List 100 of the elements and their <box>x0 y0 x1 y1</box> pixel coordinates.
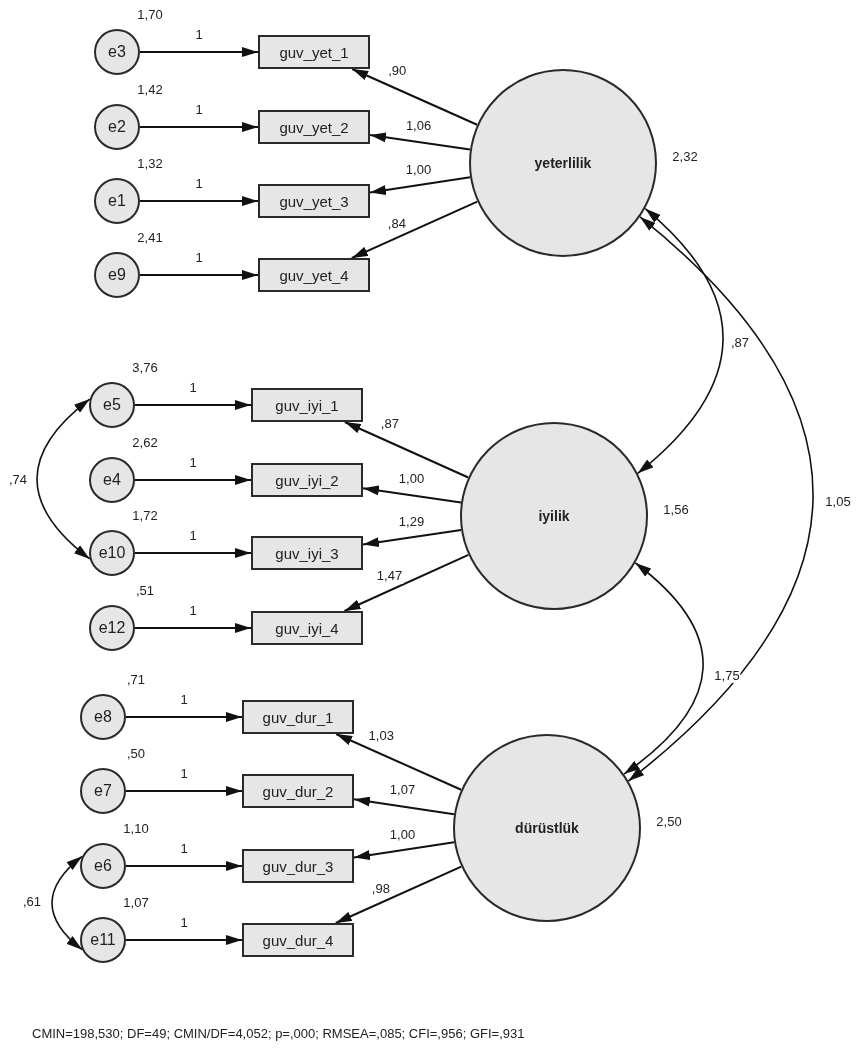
variance-label: ,50 <box>125 746 147 762</box>
node-label: guv_dur_4 <box>262 931 334 949</box>
node-label: e12 <box>98 619 126 637</box>
node-label: e8 <box>94 708 112 726</box>
arrow <box>134 548 252 558</box>
edge-label: ,98 <box>370 881 391 896</box>
fit-statistics-caption: CMIN=198,530; DF=49; CMIN/DF=4,052; p=,000; RMSEA=,085; CFI=,956; GFI=,931 <box>32 1026 525 1041</box>
arrow <box>334 865 463 924</box>
node-label: guv_iyi_3 <box>275 544 339 562</box>
double-headed-arrow <box>627 216 814 782</box>
arrow <box>343 421 470 479</box>
node-label: guv_yet_2 <box>279 118 349 136</box>
variance-label: 1,10 <box>122 821 150 837</box>
node-label: e2 <box>108 118 126 136</box>
node-label: e7 <box>94 782 112 800</box>
arrow <box>125 786 243 796</box>
edge-label: ,74 <box>7 472 29 488</box>
arrow <box>335 733 463 791</box>
error-circle <box>80 768 126 814</box>
edge-label: 1,00 <box>404 162 433 177</box>
arrow <box>353 796 455 816</box>
edge-label: 1,03 <box>367 729 395 744</box>
edge-label: 1,75 <box>713 668 741 684</box>
variance-label: 3,76 <box>131 360 159 376</box>
node-label: guv_yet_4 <box>279 266 349 284</box>
variance-label: 1,32 <box>136 156 164 172</box>
arrow <box>134 623 252 633</box>
edge-label: 1,29 <box>397 514 426 530</box>
error-circle <box>80 694 126 740</box>
edge-label: ,61 <box>21 894 43 910</box>
node-label: guv_dur_2 <box>262 782 334 800</box>
edge-label: ,87 <box>729 335 751 351</box>
node-label: iyilik <box>538 508 570 524</box>
double-headed-arrow <box>636 207 724 475</box>
arrow <box>134 475 252 485</box>
variable-box <box>251 611 363 645</box>
node-label: dürüstlük <box>515 820 579 836</box>
node-label: guv_dur_1 <box>262 708 334 726</box>
node-label: yeterlilik <box>534 155 592 171</box>
arrow <box>369 132 471 151</box>
arrow <box>353 841 456 860</box>
error-circle <box>80 843 126 889</box>
arrow <box>362 528 463 548</box>
error-circle <box>89 382 135 428</box>
error-circle <box>89 457 135 503</box>
node-label: e3 <box>108 43 126 61</box>
node-label: e5 <box>103 396 121 414</box>
variable-box <box>251 463 363 497</box>
error-circle <box>89 530 135 576</box>
variable-box <box>242 700 354 734</box>
arrow <box>350 200 479 259</box>
variable-box <box>258 184 370 218</box>
variable-box <box>258 110 370 144</box>
variable-box <box>251 388 363 422</box>
arrow <box>125 861 243 871</box>
error-circle <box>94 29 140 75</box>
variable-box <box>251 536 363 570</box>
node-label: guv_yet_1 <box>279 43 349 61</box>
error-circle <box>89 605 135 651</box>
edge-label: 1,07 <box>388 782 417 798</box>
edge-label: 1,00 <box>388 827 417 842</box>
variance-label: 2,62 <box>131 435 159 451</box>
arrow <box>369 176 472 195</box>
variance-label: 1,72 <box>131 508 159 524</box>
edge-label: 1,47 <box>375 569 404 584</box>
variance-label: ,71 <box>125 672 147 688</box>
node-label: e6 <box>94 857 112 875</box>
error-circle <box>94 104 140 150</box>
arrow <box>343 553 470 612</box>
edge-label: ,87 <box>379 417 400 432</box>
variance-label: 1,56 <box>662 502 690 518</box>
variance-label: 2,50 <box>655 814 683 830</box>
variance-label: 2,41 <box>136 230 164 246</box>
node-label: guv_dur_3 <box>262 857 334 875</box>
arrow <box>125 712 243 722</box>
double-headed-arrow <box>623 562 704 775</box>
error-circle <box>80 917 126 963</box>
variable-box <box>242 774 354 808</box>
arrow <box>139 122 259 132</box>
double-headed-arrow <box>51 855 83 951</box>
node-label: e1 <box>108 192 126 210</box>
error-circle <box>94 178 140 224</box>
variable-box <box>242 849 354 883</box>
variance-label: 1,42 <box>136 82 164 98</box>
arrow <box>139 47 259 57</box>
variance-label: ,51 <box>134 583 156 599</box>
variance-label: 1,07 <box>122 895 150 911</box>
arrow <box>134 400 252 410</box>
variable-box <box>258 258 370 292</box>
arrow <box>351 68 479 126</box>
variable-box <box>242 923 354 957</box>
edge-label: ,84 <box>386 216 407 231</box>
node-label: e10 <box>98 544 126 562</box>
node-label: guv_iyi_1 <box>275 396 339 414</box>
edge-label: 1,05 <box>824 494 852 510</box>
error-circle <box>94 252 140 298</box>
arrow <box>139 196 259 206</box>
arrow <box>139 270 259 280</box>
node-label: guv_yet_3 <box>279 192 349 210</box>
double-headed-arrow <box>36 398 91 560</box>
